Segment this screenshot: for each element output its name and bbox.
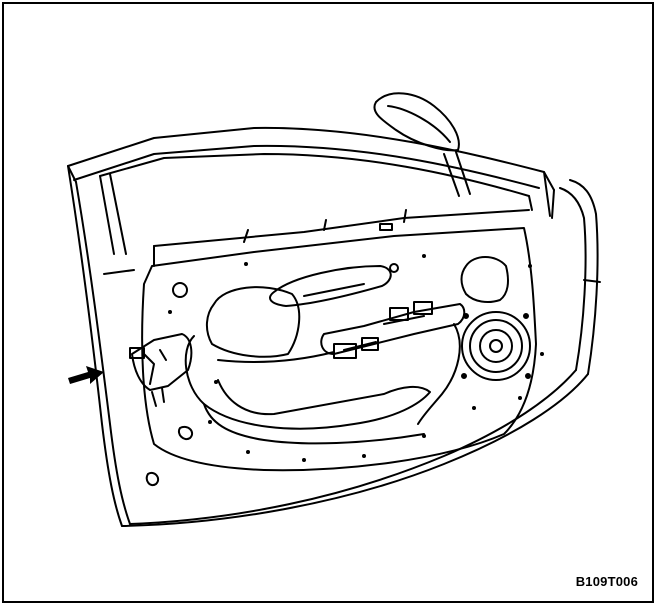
door-diagram [67, 92, 601, 527]
window-regulator [217, 301, 466, 425]
window-frame [67, 126, 555, 255]
figure-code: B109T006 [575, 574, 638, 589]
fasteners [168, 254, 544, 462]
arrow-right-icon [68, 366, 104, 384]
latch-assembly [129, 333, 194, 486]
access-opening [184, 286, 431, 445]
door-shell [67, 165, 601, 527]
speaker [461, 311, 531, 381]
upper-openings [172, 256, 509, 307]
inner-panel [141, 209, 537, 472]
